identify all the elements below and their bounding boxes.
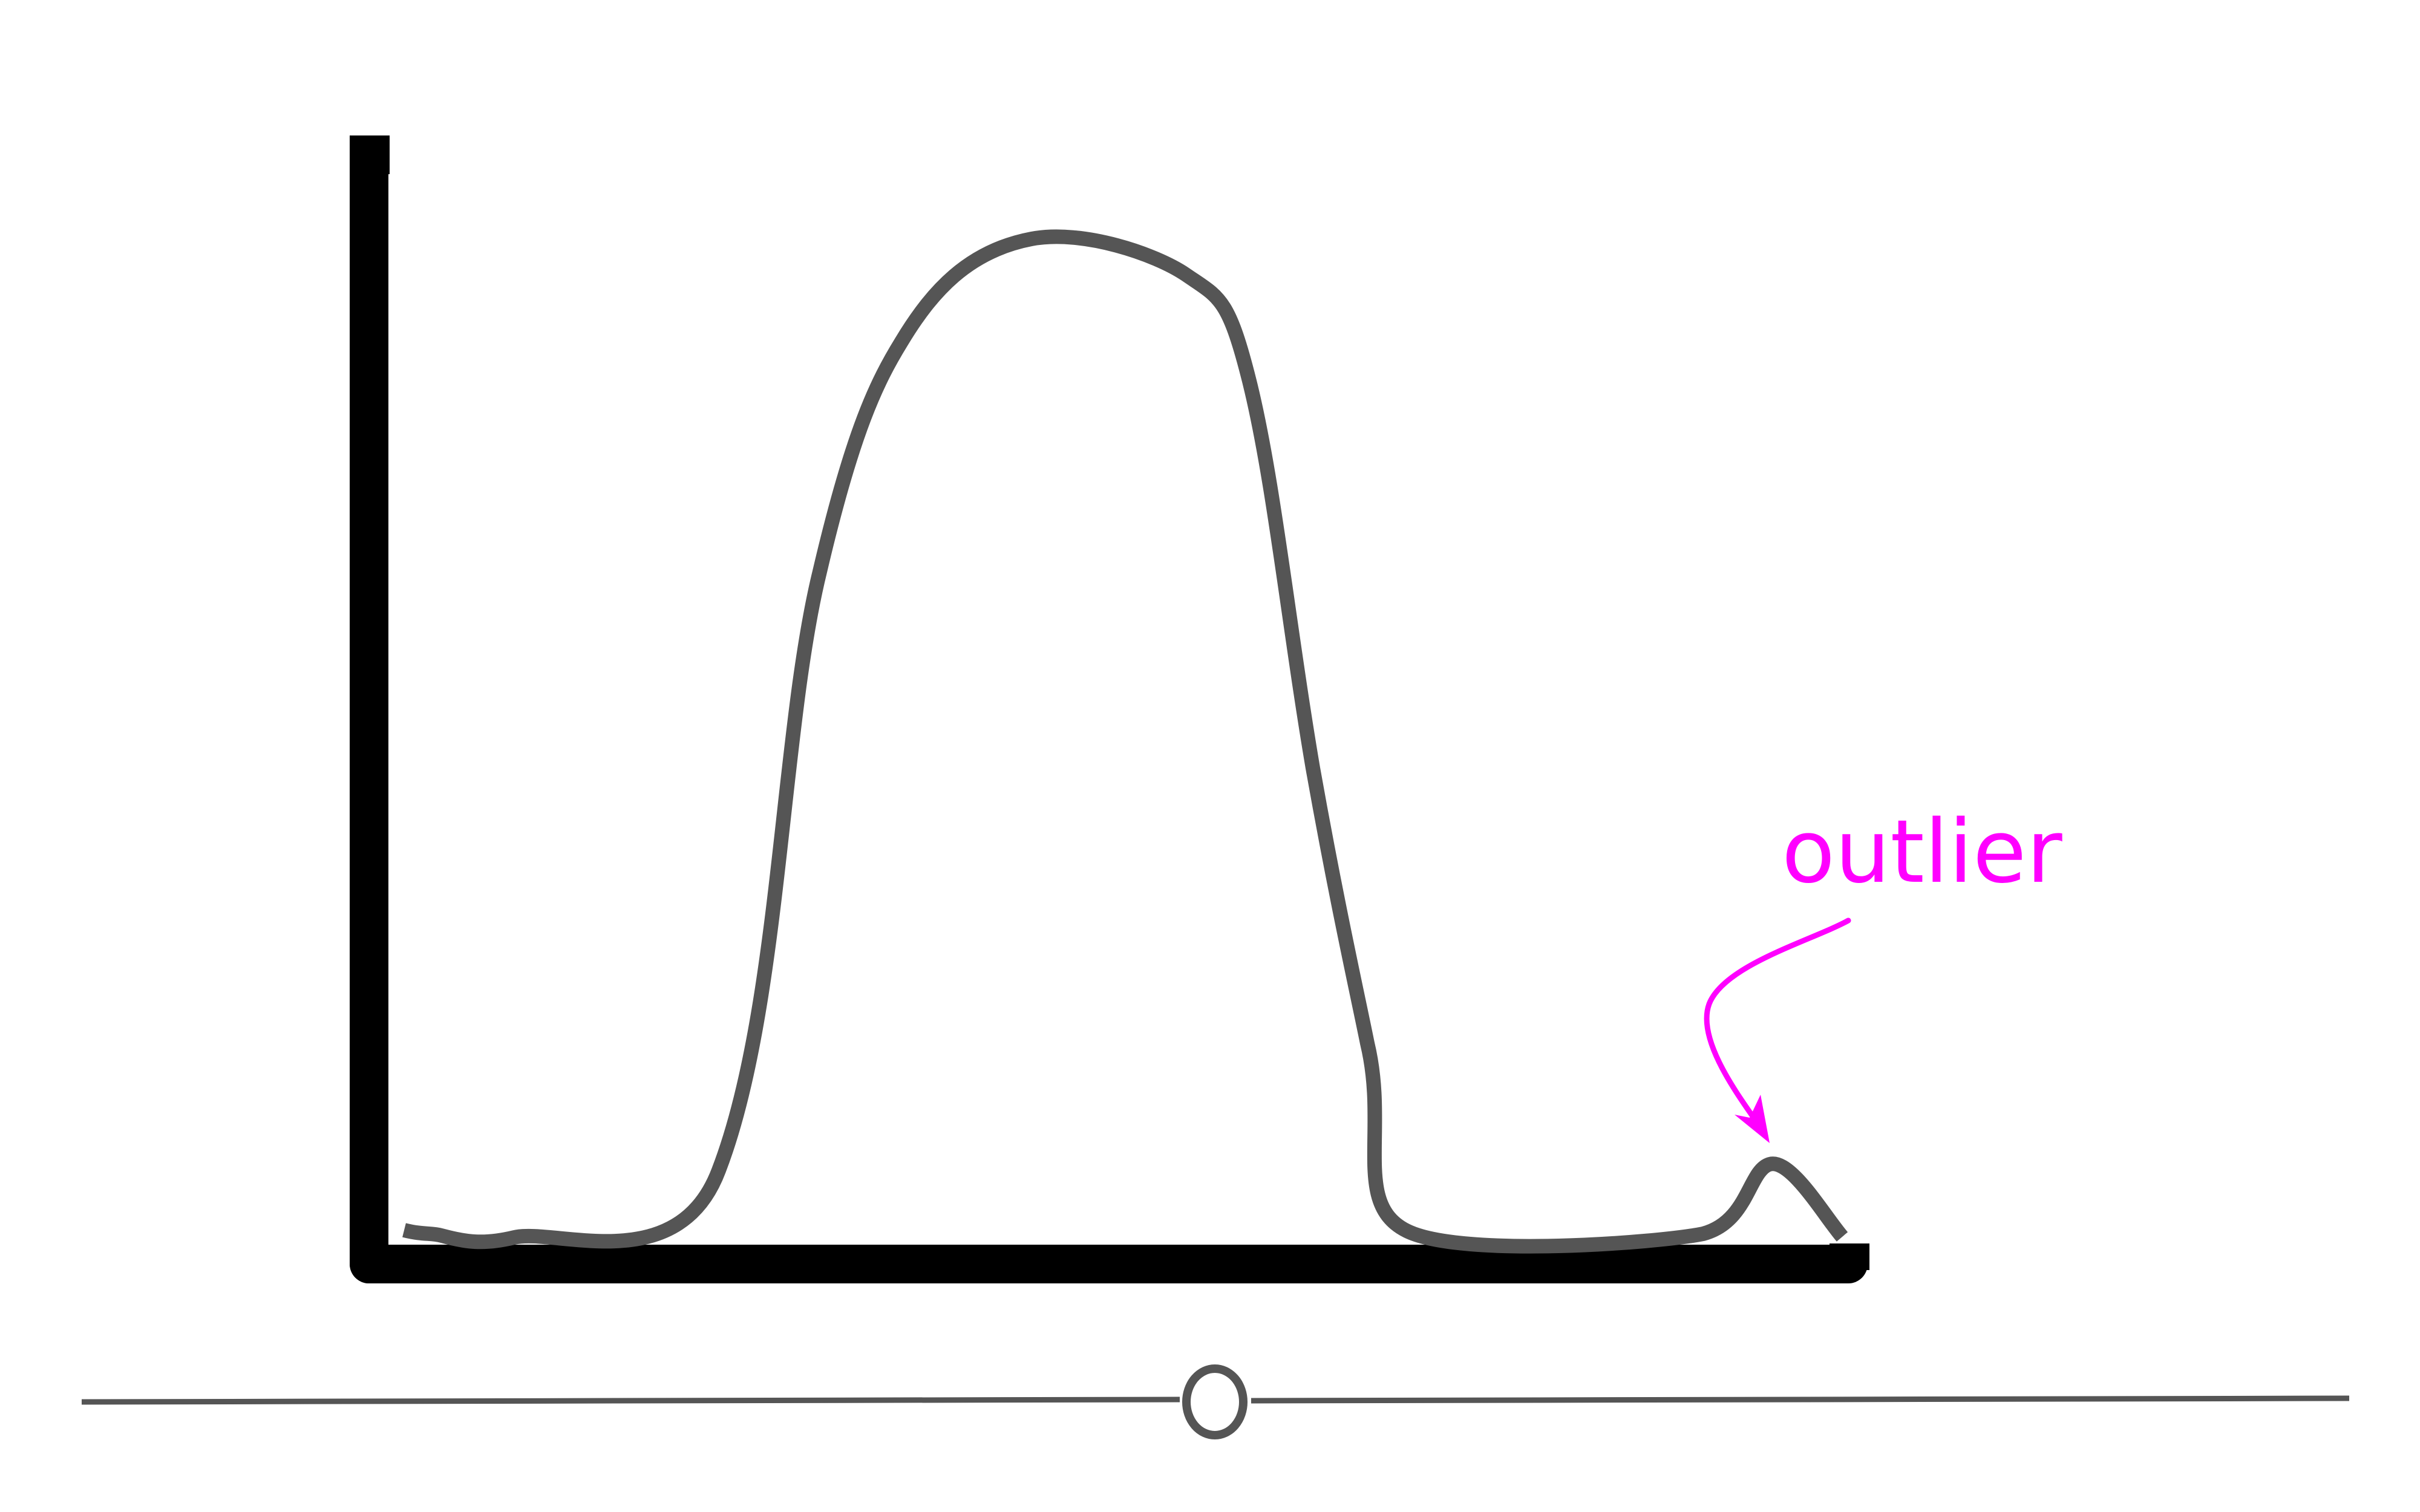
slider-thumb[interactable]	[1182, 1364, 1248, 1439]
y-axis-cap	[350, 135, 390, 174]
slider-track-right	[1251, 1395, 2350, 1404]
outlier-annotation: outlier	[1704, 801, 2062, 1143]
arrowhead-icon	[1735, 1095, 1770, 1143]
slider-track-left	[81, 1396, 1180, 1405]
slider[interactable]	[81, 1364, 2350, 1439]
x-axis-cap	[1830, 1243, 1869, 1270]
outlier-arrow	[1704, 917, 1851, 1122]
axes	[350, 135, 1869, 1283]
outlier-label: outlier	[1782, 801, 2062, 902]
distribution-curve	[402, 229, 1848, 1254]
